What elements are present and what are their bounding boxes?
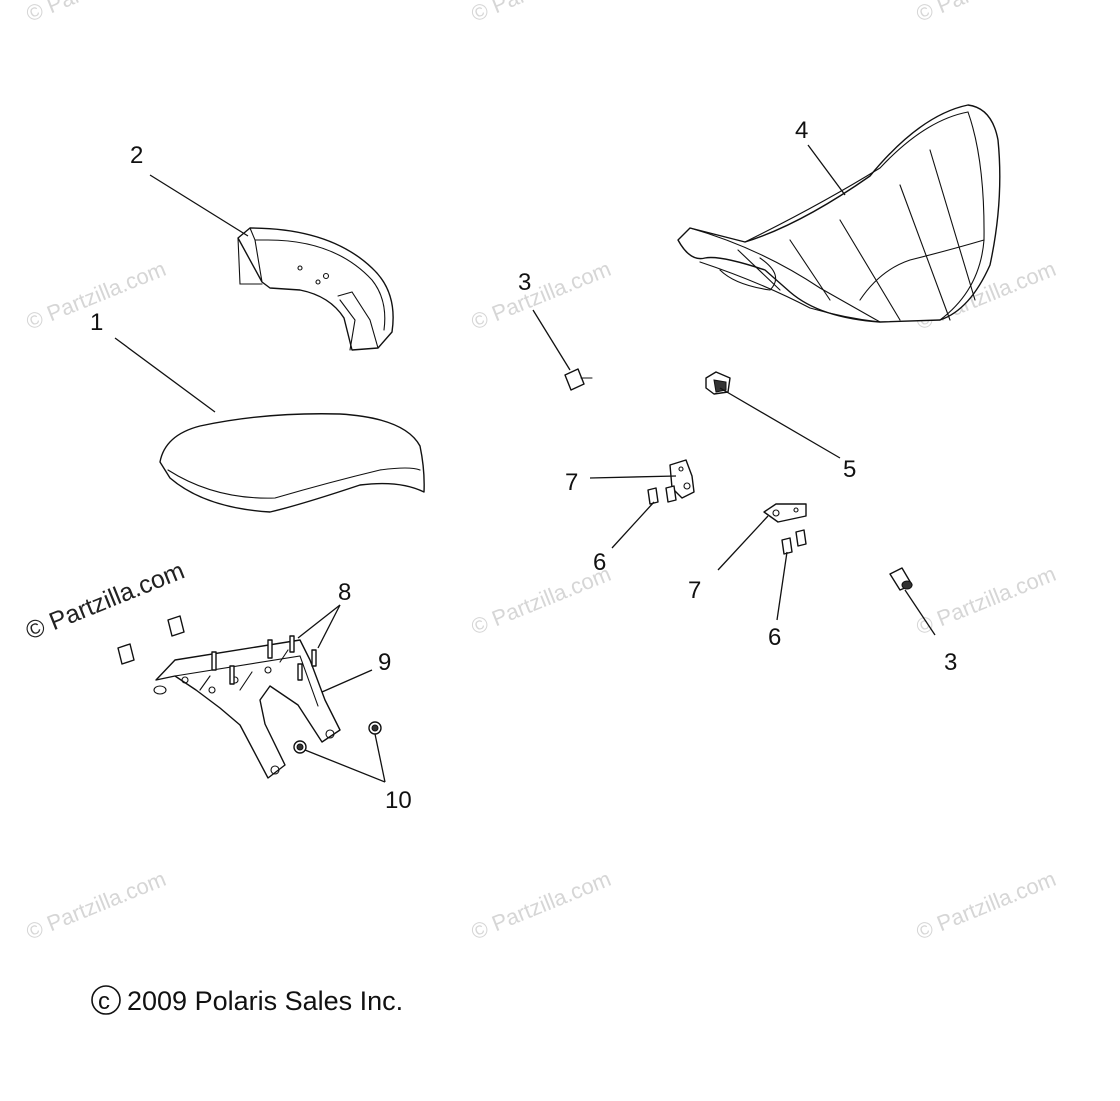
callout-6-lower: 6 — [768, 624, 781, 651]
leader-lines — [114, 144, 936, 783]
screws-part-6b — [781, 529, 807, 555]
mount-bracket-part-9 — [153, 639, 341, 779]
copyright-notice: c 2009 Polaris Sales Inc. — [91, 985, 403, 1016]
leader-line — [717, 515, 769, 571]
studs-part-8 — [117, 615, 317, 685]
leader-line — [374, 733, 386, 783]
watermark: © Partzilla.com — [23, 0, 170, 27]
rear-cushion-part — [159, 413, 425, 513]
leader-line — [304, 749, 386, 783]
callout-3-upper: 3 — [518, 269, 531, 296]
leader-line — [904, 589, 936, 636]
leader-line — [114, 337, 216, 413]
watermark-large: © Partzilla.com — [22, 556, 189, 645]
callout-9: 9 — [378, 649, 391, 676]
callout-7-upper: 7 — [565, 469, 578, 496]
leader-line — [297, 604, 341, 639]
callout-8: 8 — [338, 579, 351, 606]
callout-2: 2 — [130, 142, 143, 169]
clip-part-5 — [705, 371, 731, 395]
leader-line — [807, 144, 846, 196]
leader-line — [317, 604, 341, 649]
watermark: © Partzilla.com — [913, 0, 1060, 27]
watermark: © Partzilla.com — [468, 0, 615, 27]
watermark: © Partzilla.com — [913, 561, 1060, 640]
leader-line — [589, 475, 677, 479]
watermark: © Partzilla.com — [23, 866, 170, 945]
leader-line — [776, 551, 788, 621]
leader-line — [611, 501, 655, 549]
screw-part-3b — [889, 567, 913, 591]
screws-part-6a — [647, 485, 677, 505]
callout-4: 4 — [795, 117, 808, 144]
watermark: © Partzilla.com — [913, 866, 1060, 945]
callout-labels: 2 1 3 4 5 7 6 7 6 3 8 9 10 — [90, 117, 957, 814]
callout-1: 1 — [90, 309, 103, 336]
leader-line — [532, 309, 571, 371]
leader-line — [719, 387, 841, 459]
copyright-symbol-circle — [91, 985, 121, 1015]
copyright-symbol: c — [98, 988, 110, 1015]
bracket-part-7a — [669, 459, 695, 499]
callout-7-lower: 7 — [688, 577, 701, 604]
callout-5: 5 — [843, 456, 856, 483]
callout-10: 10 — [385, 787, 412, 814]
watermark: © Partzilla.com — [468, 866, 615, 945]
leader-line — [149, 174, 249, 237]
screw-part-3a — [564, 368, 593, 391]
leader-line — [321, 669, 373, 693]
copyright-text: 2009 Polaris Sales Inc. — [127, 986, 403, 1016]
callout-6-upper: 6 — [593, 549, 606, 576]
bracket-part-7b — [763, 503, 807, 523]
main-seat-part — [677, 104, 1001, 323]
callout-3-lower: 3 — [944, 649, 957, 676]
backrest-part — [237, 227, 394, 351]
